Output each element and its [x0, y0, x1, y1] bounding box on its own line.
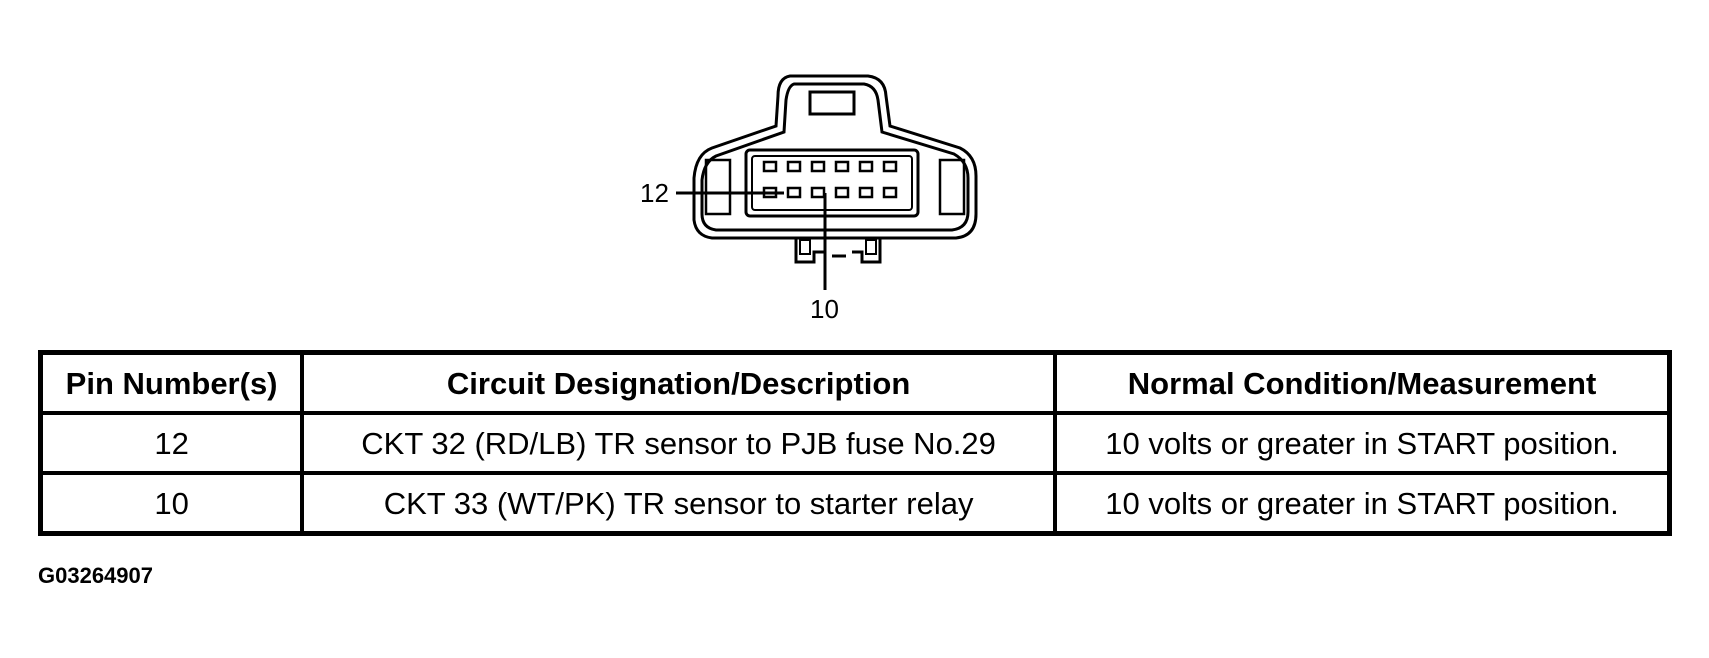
table-row: 12 CKT 32 (RD/LB) TR sensor to PJB fuse …	[38, 411, 1672, 475]
connector-feet	[794, 238, 882, 264]
table-row: 10 CKT 33 (WT/PK) TR sensor to starter r…	[38, 471, 1672, 536]
pin-cavity	[858, 160, 874, 173]
header-normal-condition: Normal Condition/Measurement	[1053, 350, 1672, 415]
pin-cavity	[810, 186, 826, 199]
header-pin-numbers: Pin Number(s)	[38, 350, 305, 415]
pin-cavity	[810, 160, 826, 173]
pin-cavity	[786, 186, 802, 199]
cell-pin: 12	[38, 411, 305, 475]
connector-side-rib-right	[938, 158, 966, 216]
cell-condition: 10 volts or greater in START position.	[1053, 411, 1672, 475]
cell-circuit: CKT 32 (RD/LB) TR sensor to PJB fuse No.…	[300, 411, 1058, 475]
pin-cavity	[882, 186, 898, 199]
connector-housing-outer	[692, 74, 978, 240]
connector-side-rib-left	[704, 158, 732, 216]
pin-10-callout: 10	[810, 294, 839, 324]
header-circuit-description: Circuit Designation/Description	[300, 350, 1058, 415]
pin-cavity	[762, 160, 778, 173]
connector-cavity-frame	[744, 148, 920, 218]
connector-foot-right	[852, 238, 882, 264]
pinout-table: Pin Number(s) Circuit Designation/Descri…	[38, 350, 1672, 536]
connector-cavity-frame-inner	[751, 155, 913, 211]
cell-condition: 10 volts or greater in START position.	[1053, 471, 1672, 536]
pin-cavities-bottom-row	[762, 186, 898, 199]
connector-foot-stub-right	[865, 239, 877, 255]
table-header-row: Pin Number(s) Circuit Designation/Descri…	[38, 350, 1672, 415]
connector-housing-inner	[700, 82, 970, 232]
connector-foot-left	[794, 238, 824, 264]
pin-cavity	[882, 160, 898, 173]
cell-pin: 10	[38, 471, 305, 536]
pin-cavity	[834, 160, 850, 173]
pin-12-callout: 12	[640, 178, 669, 208]
pin-cavity	[834, 186, 850, 199]
figure-id: G03264907	[38, 563, 153, 588]
connector-face-diagram: 12 10	[640, 74, 978, 324]
connector-latch	[808, 90, 856, 116]
pin-cavity	[858, 186, 874, 199]
cell-circuit: CKT 33 (WT/PK) TR sensor to starter rela…	[300, 471, 1058, 536]
pin-cavity	[786, 160, 802, 173]
pin-cavities-top-row	[762, 160, 898, 173]
connector-foot-stub-left	[799, 239, 811, 255]
